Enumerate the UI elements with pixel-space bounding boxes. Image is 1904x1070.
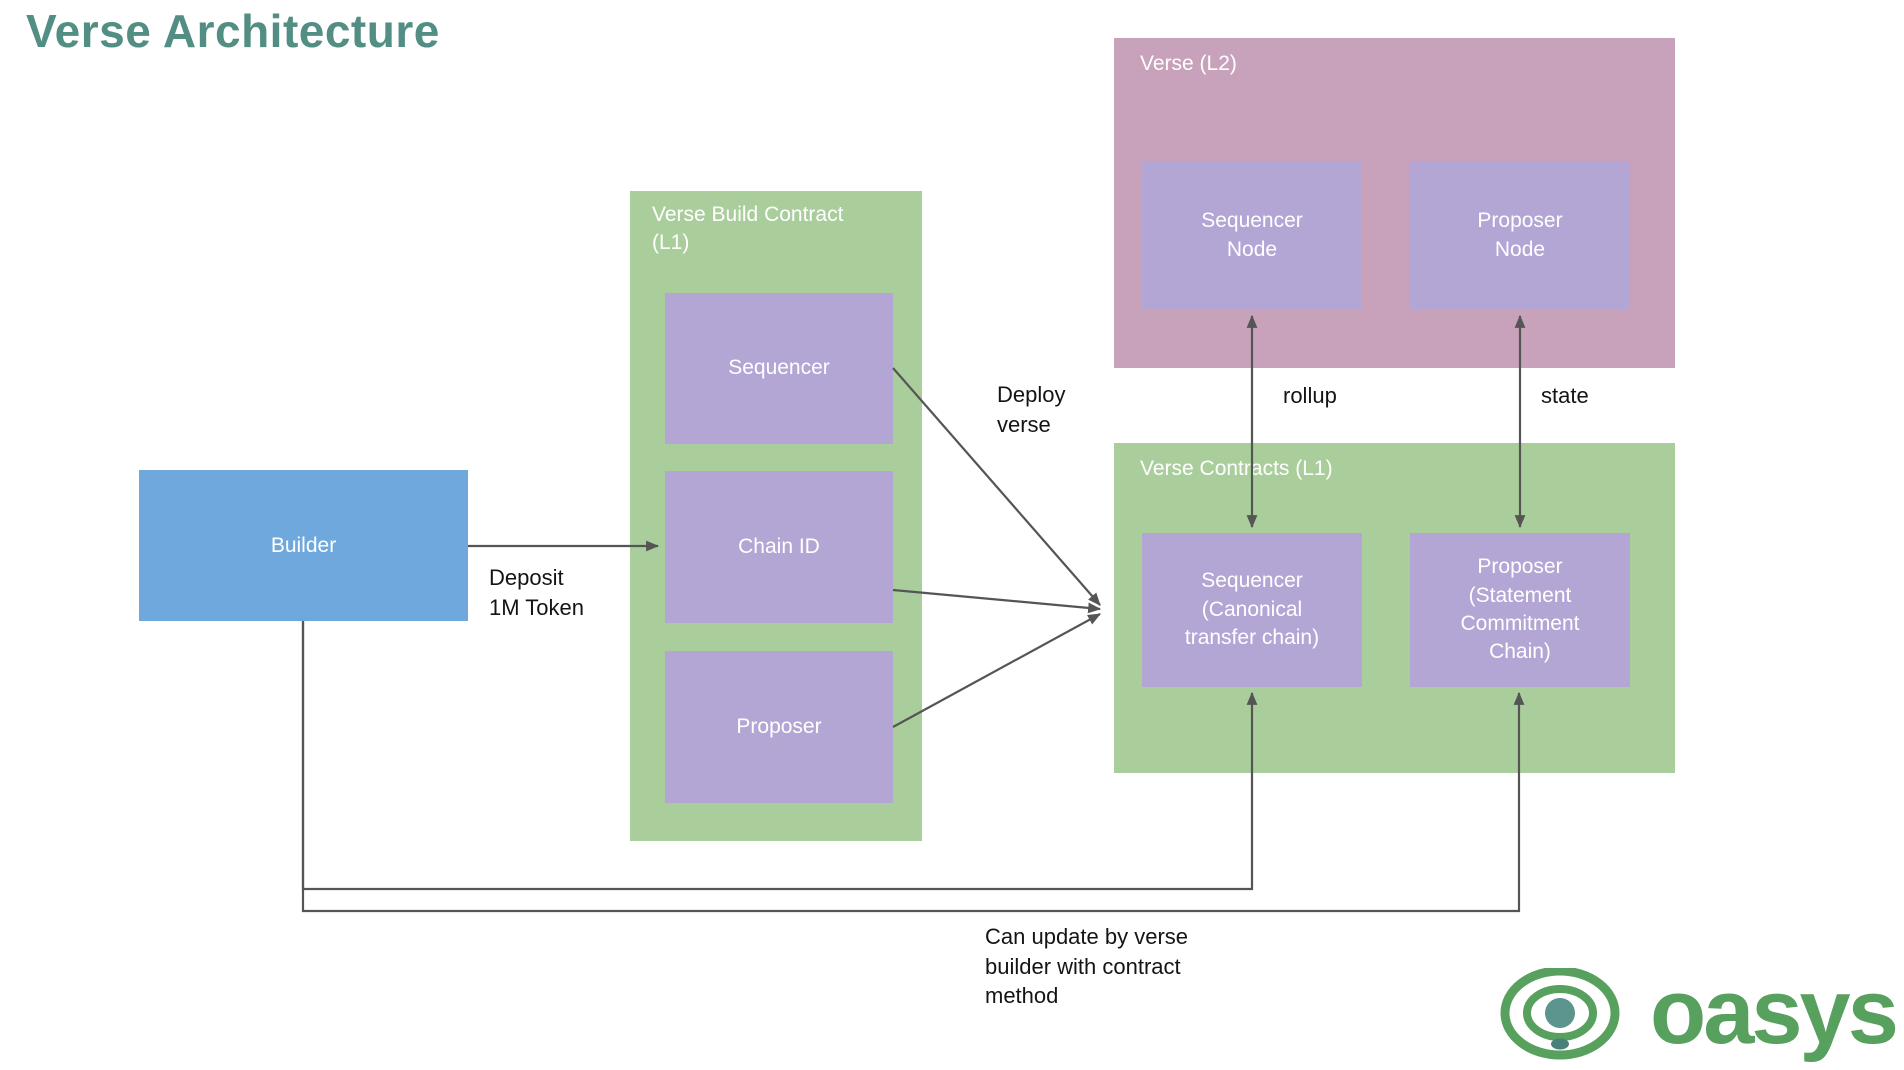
verse-l2-label: Verse (L2) xyxy=(1140,52,1237,75)
oasys-ripple-icon xyxy=(1500,968,1620,1060)
sequencer-contract-box: Sequencer (Canonical transfer chain) xyxy=(1142,533,1362,687)
oasys-wordmark: oasys xyxy=(1650,960,1899,1063)
sequencer-node-box: Sequencer xyxy=(665,293,893,444)
can-update-edge-label: Can update by verse builder with contrac… xyxy=(985,924,1189,1009)
verse-contracts-label: Verse Contracts (L1) xyxy=(1140,457,1333,480)
deploy-verse-edge-label: Deploy verse xyxy=(997,382,1066,437)
proposer-contract-box: Proposer (Statement Commitment Chain) xyxy=(1410,533,1630,687)
page-title: Verse Architecture xyxy=(26,5,440,57)
chain-id-node-box: Chain ID xyxy=(665,471,893,623)
proposer-node-box: Proposer xyxy=(665,651,893,803)
deposit-edge-label: Deposit 1M Token xyxy=(489,565,584,620)
l2-sequencer-node-box: Sequencer Node xyxy=(1142,162,1362,309)
builder-node: Builder xyxy=(139,470,468,621)
arrow-chainid-to-contract xyxy=(892,588,1102,614)
verse-build-contract-label: Verse Build Contract (L1) xyxy=(652,203,844,255)
verse-build-contract-group: Verse Build Contract (L1) Sequencer Chai… xyxy=(630,191,922,841)
verse-contracts-group: Verse Contracts (L1) Sequencer (Canonica… xyxy=(1114,443,1675,773)
verse-l2-group: Verse (L2) Sequencer Node Proposer Node xyxy=(1114,38,1675,368)
l2-proposer-node-box: Proposer Node xyxy=(1410,162,1630,309)
oasys-logo: oasys xyxy=(1496,960,1899,1068)
state-edge-label: state xyxy=(1541,383,1589,408)
rollup-edge-label: rollup xyxy=(1283,383,1337,408)
arrow-proposer-to-contract xyxy=(892,613,1101,728)
